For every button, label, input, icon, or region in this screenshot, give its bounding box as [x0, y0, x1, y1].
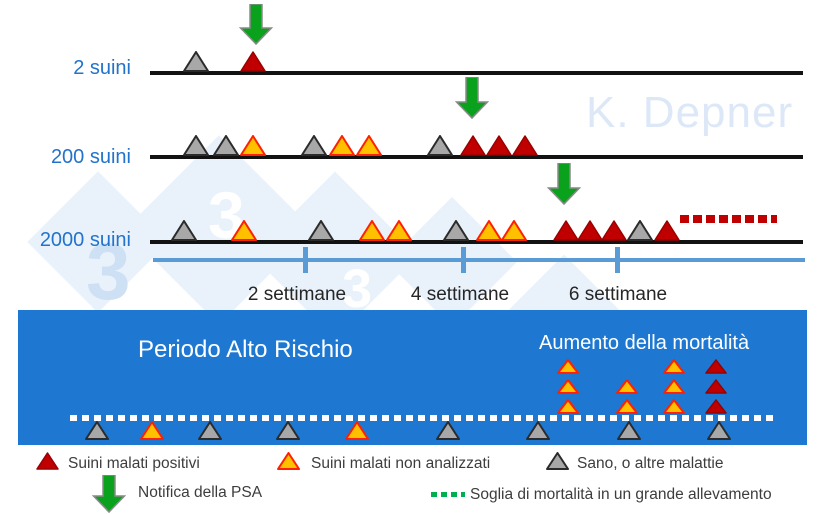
triangle-positive	[577, 220, 603, 241]
psa-notification-arrow-icon	[91, 474, 127, 514]
triangle-healthy	[627, 220, 653, 241]
threshold-dotted-icon	[431, 492, 465, 497]
triangle-sick	[557, 359, 579, 374]
timeline-200-suini	[150, 155, 803, 159]
triangle-sick	[329, 135, 355, 156]
legend-positive-label: Suini malati positivi	[68, 455, 200, 472]
triangle-positive	[705, 359, 727, 374]
triangle-sick	[616, 399, 638, 414]
triangle-healthy	[301, 135, 327, 156]
triangle-healthy	[276, 421, 300, 440]
triangle-positive	[36, 452, 59, 470]
axis-tick	[461, 247, 466, 273]
risk-box-title: Periodo Alto Rischio	[138, 336, 353, 363]
legend-notification-label: Notifica della PSA	[138, 484, 263, 501]
triangle-sick	[557, 399, 579, 414]
triangle-healthy	[443, 220, 469, 241]
triangle-sick	[231, 220, 257, 241]
triangle-healthy	[183, 135, 209, 156]
triangle-healthy	[85, 421, 109, 440]
farm-row-label-2000: 2000 suini	[39, 229, 131, 251]
triangle-sick	[386, 220, 412, 241]
continuing-positives-dotted-line	[680, 215, 777, 223]
mortality-increase-label: Aumento della mortalità	[539, 332, 750, 354]
weeks-axis	[153, 258, 805, 262]
triangle-sick	[277, 452, 300, 470]
triangle-healthy	[198, 421, 222, 440]
week-label-6: 6 settimane	[568, 284, 668, 305]
legend-threshold-label: Soglia di mortalità in un grande allevam…	[470, 486, 772, 503]
triangle-sick	[345, 421, 369, 440]
triangle-healthy	[436, 421, 460, 440]
legend-healthy-label: Sano, o altre malattie	[577, 455, 724, 472]
psa-notification-arrow	[455, 77, 489, 120]
axis-tick	[615, 247, 620, 273]
timeline-2000-suini	[150, 240, 803, 244]
triangle-positive	[512, 135, 538, 156]
triangle-positive	[705, 399, 727, 414]
week-label-4: 4 settimane	[410, 284, 510, 305]
sick-unanalyzed-triangle-icon	[277, 452, 300, 475]
triangle-sick	[616, 379, 638, 394]
triangle-sick	[356, 135, 382, 156]
triangle-positive	[553, 220, 579, 241]
triangle-sick	[140, 421, 164, 440]
triangle-positive	[654, 220, 680, 241]
triangle-positive	[705, 379, 727, 394]
triangle-sick	[240, 135, 266, 156]
triangle-positive	[460, 135, 486, 156]
psa-notification-arrow	[239, 4, 273, 46]
mortality-threshold-line	[70, 415, 777, 421]
triangle-sick	[663, 399, 685, 414]
healthy-triangle-icon	[546, 452, 569, 475]
triangle-healthy	[171, 220, 197, 241]
watermark-three: 3	[86, 227, 131, 316]
triangle-sick	[359, 220, 385, 241]
week-label-2: 2 settimane	[247, 284, 347, 305]
triangle-sick	[663, 379, 685, 394]
triangle-healthy	[213, 135, 239, 156]
watermark-three: 3	[342, 259, 373, 319]
triangle-healthy	[707, 421, 731, 440]
triangle-positive	[240, 51, 266, 72]
triangle-sick	[476, 220, 502, 241]
high-risk-period-box: Periodo Alto Rischio Aumento della morta…	[18, 310, 807, 445]
triangle-positive	[486, 135, 512, 156]
farm-row-label-200: 200 suini	[50, 146, 131, 168]
triangle-sick	[663, 359, 685, 374]
timeline-2-suini	[150, 71, 803, 75]
watermark-author-credit: K. Depner	[586, 88, 794, 137]
triangle-positive	[601, 220, 627, 241]
psa-notification-arrow	[547, 163, 581, 206]
triangle-healthy	[617, 421, 641, 440]
triangle-sick	[557, 379, 579, 394]
triangle-healthy	[427, 135, 453, 156]
triangle-healthy	[526, 421, 550, 440]
triangle-sick	[501, 220, 527, 241]
legend-sick-label: Suini malati non analizzati	[311, 455, 491, 472]
triangle-healthy	[183, 51, 209, 72]
axis-tick	[303, 247, 308, 273]
farm-row-label-2: 2 suini	[73, 57, 131, 79]
positive-triangle-icon	[36, 452, 59, 475]
psa-notification-arrow	[91, 474, 127, 514]
triangle-healthy	[308, 220, 334, 241]
triangle-healthy	[546, 452, 569, 470]
